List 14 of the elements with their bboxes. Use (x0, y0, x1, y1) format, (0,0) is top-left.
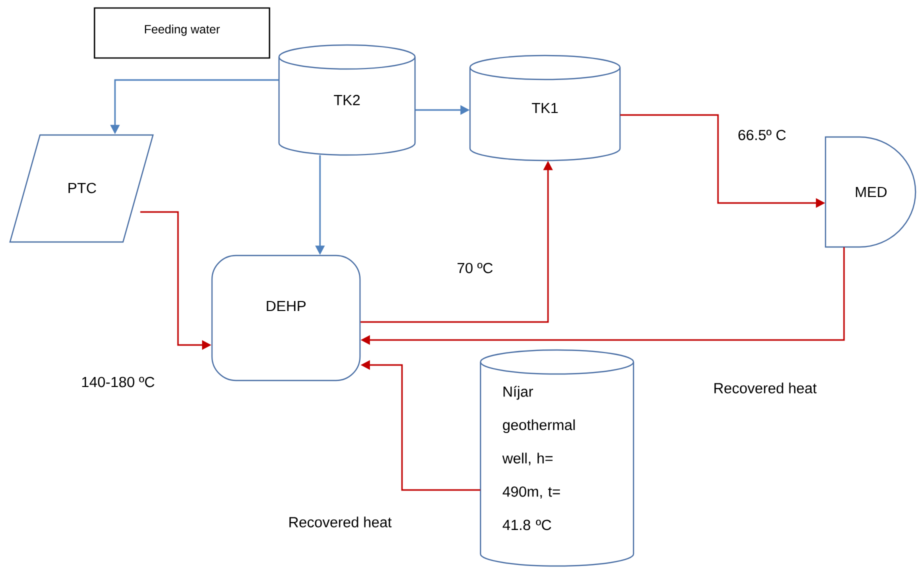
tank-cylinder: TK2 (278, 44, 416, 156)
temperature-label: 140-180 ºC (82, 376, 154, 388)
node-label: TK1 (532, 102, 558, 114)
node-label: TK2 (334, 94, 360, 106)
well-cylinder: Níjar geothermal well, h= 490m, t= 41.8 ºC (480, 349, 634, 567)
process-box: DEHP (211, 254, 361, 382)
node-label: Níjar geothermal well, h= 490m, t= 41.8 ºC (502, 386, 575, 530)
temperature-label: Recovered heat (289, 516, 392, 528)
collector-parallelogram: PTC (9, 134, 154, 243)
temperature-label: Recovered heat (714, 382, 817, 394)
temperature-label: 70 ºC (458, 262, 493, 274)
tank-cylinder: TK1 (469, 54, 621, 162)
label-box: Feeding water (94, 7, 270, 59)
temperature-label: 66.5º C (738, 130, 786, 140)
